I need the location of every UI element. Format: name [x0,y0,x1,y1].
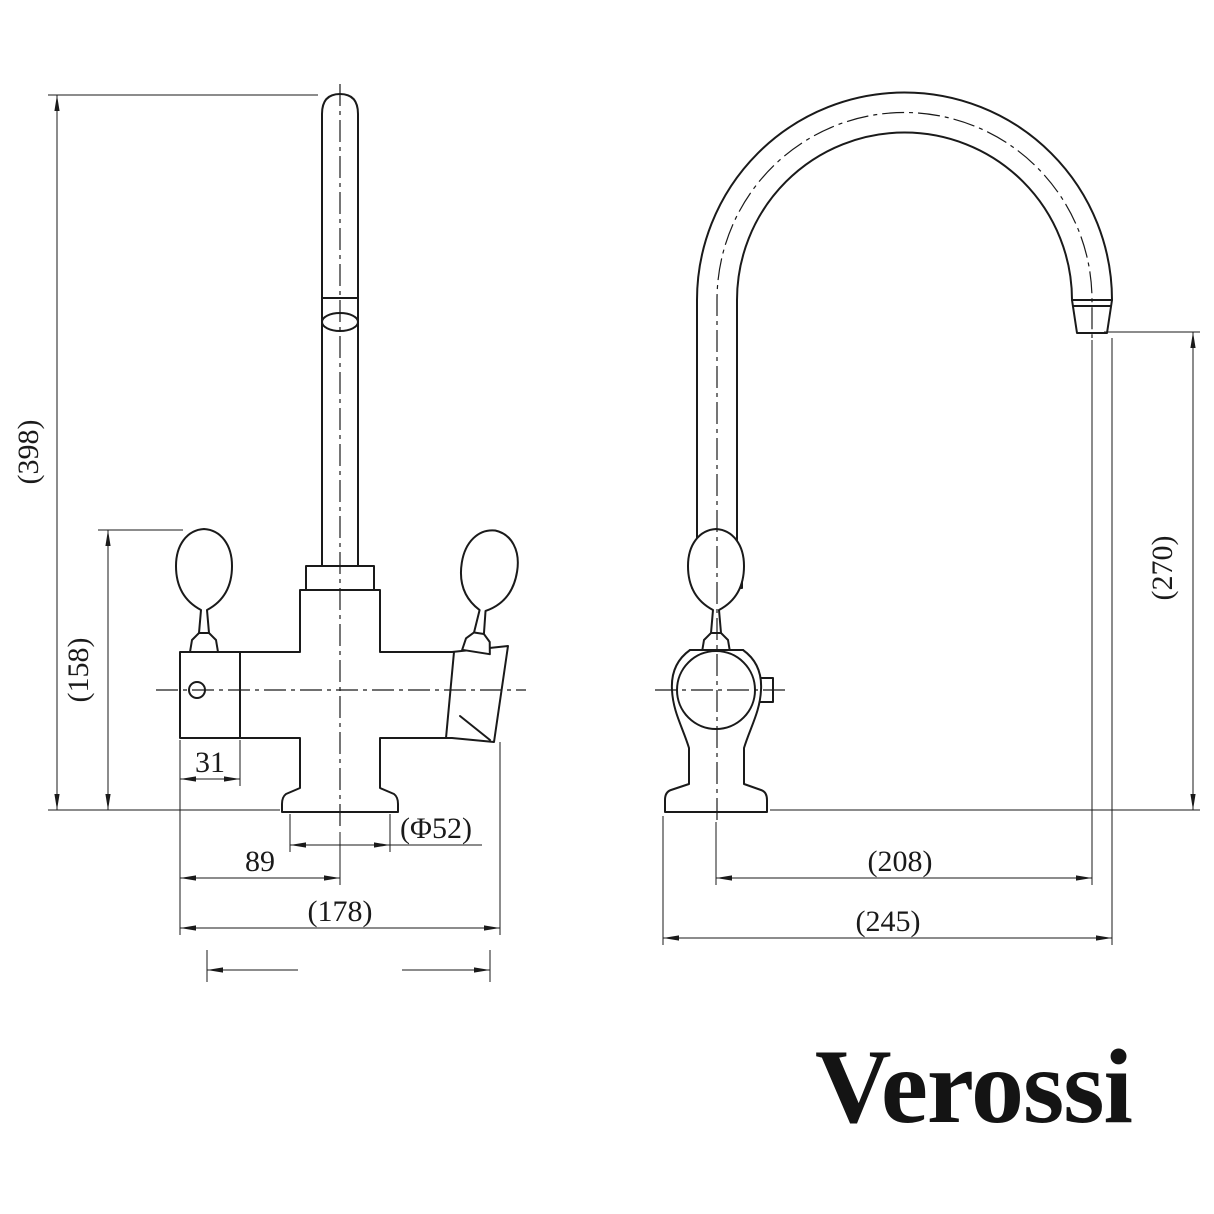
dim-label-spout-reach: (208) [868,845,933,878]
dimension-base-diameter: (Φ52) [289,812,482,852]
front-view [156,84,526,830]
dimension-overall-depth: (245) [662,338,1113,945]
front-right-arm-divider [445,651,455,739]
dimension-spout-offset: 31 [179,740,241,935]
brand-logo: Verossi [815,1028,1132,1145]
front-right-handle [447,525,524,658]
dimension-handle-height: (158) [62,529,183,810]
side-view [655,91,1113,820]
dim-label-spout-offset: 31 [195,746,225,779]
dimension-spout-clearance: (270) [770,331,1200,811]
dim-label-overall-height: (398) [12,420,45,485]
dim-label-spout-clearance: (270) [1146,536,1179,601]
front-right-arm-detail-line [459,715,491,741]
side-spout-centerline [716,111,1093,820]
front-left-handle [175,528,233,653]
dim-label-overall-width: (178) [308,895,373,928]
dimension-overall-width: (178) [180,742,501,935]
side-spout-outer-arc [696,91,1113,301]
dimension-overall-height: (398) [12,94,318,811]
dim-label-spout-center-width: 89 [245,845,275,878]
dim-label-base-diameter: (Φ52) [400,812,472,845]
dim-label-handle-height: (158) [62,638,95,703]
front-body [179,589,509,813]
dimension-spout-center-width: 89 [180,832,341,885]
side-spout-inner-arc [736,131,1073,301]
dimension-spout-reach: (208) [715,340,1093,885]
dim-label-overall-depth: (245) [856,905,921,938]
dimension-bottom-unlabeled [206,950,491,982]
side-handle [687,528,745,653]
